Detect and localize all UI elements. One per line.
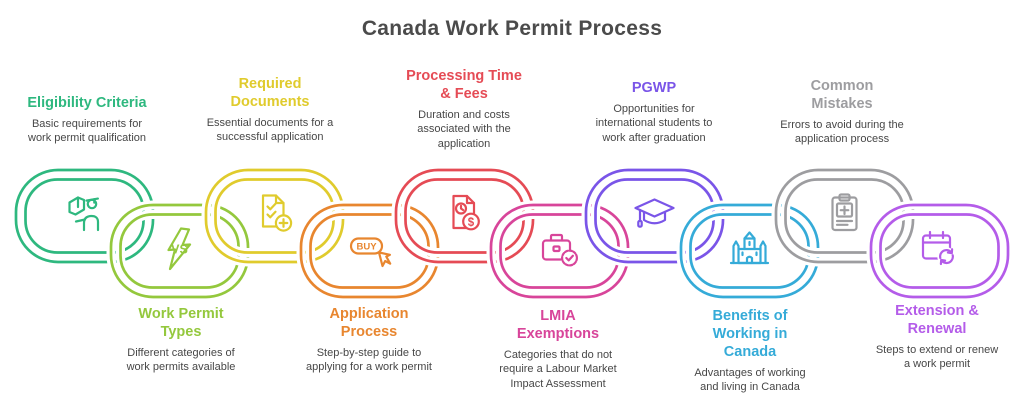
item-label-required-documents: Required Documents Essential documents f… <box>184 76 356 145</box>
item-label-processing-time-fees: Processing Time & Fees Duration and cost… <box>378 68 550 151</box>
item-title: Extension & Renewal <box>895 303 979 337</box>
item-title: Work Permit Types <box>138 306 224 340</box>
item-subtitle: Advantages of working and living in Cana… <box>694 366 806 394</box>
svg-text:$: $ <box>468 217 475 229</box>
item-title: PGWP <box>631 80 677 96</box>
item-title: LMIA Exemptions <box>516 308 600 342</box>
item-title: Benefits of Working in Canada <box>712 308 788 360</box>
page-title: Canada Work Permit Process <box>361 17 663 40</box>
item-title: Common Mistakes <box>810 78 874 112</box>
item-label-extension-renewal: Extension & Renewal Steps to extend or r… <box>850 303 1024 372</box>
item-subtitle: Essential documents for a successful app… <box>206 116 334 144</box>
item-subtitle: Errors to avoid during the application p… <box>780 118 904 146</box>
graduation-cap-icon <box>634 198 675 228</box>
item-subtitle: Steps to extend or renew a work permit <box>875 343 999 371</box>
briefcase-check-icon <box>541 233 579 267</box>
item-label-work-permit-types: Work Permit Types Different categories o… <box>95 306 267 375</box>
item-title: Application Process <box>329 306 409 340</box>
svg-text:BUY: BUY <box>356 242 377 253</box>
item-label-application-process: Application Process Step-by-step guide t… <box>283 306 455 375</box>
item-title: Required Documents <box>230 76 310 110</box>
item-label-eligibility-criteria: Eligibility Criteria Basic requirements … <box>6 95 168 146</box>
calendar-renew-icon <box>921 230 956 266</box>
item-title: Processing Time & Fees <box>406 68 522 102</box>
castle-icon <box>729 231 770 265</box>
document-checklist-plus-icon <box>261 194 293 232</box>
item-title: Eligibility Criteria <box>27 95 147 111</box>
officer-document-icon <box>68 196 100 232</box>
item-label-benefits-working-canada: Benefits of Working in Canada Advantages… <box>664 308 836 395</box>
item-subtitle: Different categories of work permits ava… <box>126 346 236 374</box>
item-subtitle: Categories that do not require a Labour … <box>499 348 617 390</box>
item-label-common-mistakes: Common Mistakes Errors to avoid during t… <box>756 78 928 147</box>
clipboard-medical-icon <box>831 193 858 232</box>
item-subtitle: Duration and costs associated with the a… <box>417 108 511 150</box>
chain-link-extension-renewal <box>866 200 1013 302</box>
buy-button-cursor-icon: BUY <box>349 237 392 268</box>
item-subtitle: Step-by-step guide to applying for a wor… <box>306 346 432 374</box>
item-label-lmia-exemptions: LMIA Exemptions Categories that do not r… <box>472 308 644 391</box>
invoice-clock-dollar-icon: $ <box>452 194 480 231</box>
item-subtitle: Opportunities for international students… <box>595 102 713 144</box>
item-label-pgwp: PGWP Opportunities for international stu… <box>568 80 740 146</box>
item-subtitle: Basic requirements for work permit quali… <box>28 117 146 145</box>
svg-text:VS: VS <box>171 243 188 257</box>
vs-burst-icon: VS <box>167 227 192 271</box>
